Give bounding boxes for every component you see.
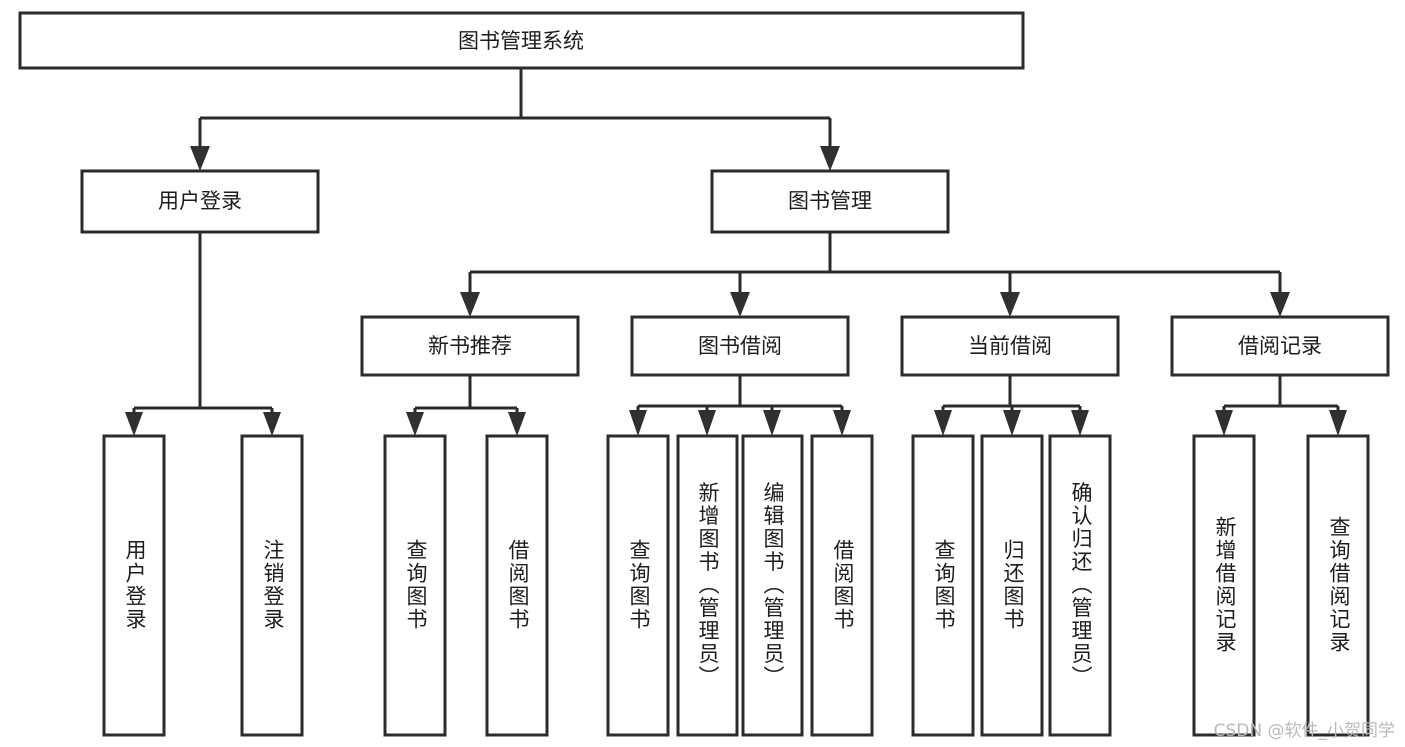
node-current-borrow-box[interactable] — [900, 315, 1120, 377]
arrow-head-leaf-query-book-rec — [406, 412, 424, 436]
node-leaf-query-book-current-box[interactable] — [911, 434, 975, 737]
arrow-head-leaf-borrow-book-borrow — [833, 410, 851, 436]
node-book-management[interactable]: 图书管理 — [710, 169, 950, 234]
node-leaf-logout-login[interactable]: 注销登录 — [240, 434, 304, 737]
node-book-management-label: 图书管理 — [788, 189, 872, 213]
node-leaf-return-book-label: 归还图书 — [1001, 539, 1025, 631]
node-leaf-query-book-current-label: 查询图书 — [932, 539, 956, 631]
arrow-head-borrow-record — [1270, 292, 1290, 317]
node-leaf-borrow-book-borrow[interactable]: 借阅图书 — [810, 434, 874, 737]
node-leaf-edit-book-admin-label: 编辑图书（管理员） — [761, 482, 785, 689]
node-leaf-query-book-current[interactable]: 查询图书 — [911, 434, 975, 737]
node-leaf-query-book-borrow-box[interactable] — [606, 434, 670, 737]
node-leaf-user-login[interactable]: 用户登录 — [102, 434, 166, 737]
node-book-management-box[interactable] — [710, 169, 950, 234]
node-leaf-query-book-rec[interactable]: 查询图书 — [383, 434, 447, 737]
node-leaf-add-borrow-record[interactable]: 新增借阅记录 — [1192, 434, 1256, 737]
node-leaf-borrow-book-borrow-box[interactable] — [810, 434, 874, 737]
arrow-head-book-management — [820, 146, 840, 171]
arrow-head-leaf-user-login — [125, 412, 143, 436]
node-current-borrow[interactable]: 当前借阅 — [900, 315, 1120, 377]
arrow-head-leaf-confirm-return-admin — [1071, 410, 1089, 436]
arrow-head-leaf-return-book — [1003, 410, 1021, 436]
node-leaf-add-book-admin-box[interactable] — [676, 434, 739, 737]
node-leaf-edit-book-admin-box[interactable] — [741, 434, 804, 737]
arrow-head-leaf-query-borrow-record — [1329, 410, 1347, 436]
connector-layer — [125, 68, 1347, 436]
node-book-borrow[interactable]: 图书借阅 — [630, 315, 850, 377]
node-leaf-borrow-book-borrow-label: 借阅图书 — [831, 539, 855, 631]
node-leaf-query-borrow-record-label: 查询借阅记录 — [1327, 516, 1351, 654]
node-leaf-user-login-box[interactable] — [102, 434, 166, 737]
arrow-head-current-borrow — [1000, 292, 1020, 317]
arrow-head-leaf-edit-book-admin — [763, 410, 781, 436]
node-new-book-recommend-label: 新书推荐 — [428, 334, 512, 358]
node-leaf-confirm-return-admin-label: 确认归还（管理员） — [1069, 482, 1093, 689]
arrow-head-book-borrow — [730, 292, 750, 317]
node-leaf-user-login-label: 用户登录 — [123, 539, 147, 631]
node-leaf-borrow-book-rec-label: 借阅图书 — [506, 539, 530, 631]
node-leaf-return-book-box[interactable] — [980, 434, 1044, 737]
arrow-head-leaf-add-book-admin — [698, 410, 716, 436]
arrow-head-user-login — [190, 146, 210, 171]
arrow-head-leaf-query-book-borrow — [629, 410, 647, 436]
node-book-borrow-label: 图书借阅 — [698, 334, 782, 358]
node-leaf-query-book-rec-box[interactable] — [383, 434, 447, 737]
node-borrow-record-box[interactable] — [1170, 315, 1390, 377]
node-book-borrow-box[interactable] — [630, 315, 850, 377]
arrow-head-new-book-recommend — [460, 292, 480, 317]
node-leaf-query-book-borrow[interactable]: 查询图书 — [606, 434, 670, 737]
node-leaf-add-book-admin-label: 新增图书（管理员） — [696, 482, 720, 689]
node-borrow-record-label: 借阅记录 — [1238, 334, 1322, 358]
node-leaf-confirm-return-admin-box[interactable] — [1048, 434, 1112, 737]
node-leaf-edit-book-admin[interactable]: 编辑图书（管理员） — [741, 434, 804, 737]
node-leaf-logout-login-box[interactable] — [240, 434, 304, 737]
arrow-head-leaf-query-book-current — [934, 410, 952, 436]
node-leaf-query-borrow-record[interactable]: 查询借阅记录 — [1306, 434, 1370, 737]
node-user-login-box[interactable] — [80, 169, 320, 234]
node-new-book-recommend-box[interactable] — [360, 315, 580, 377]
node-leaf-borrow-book-rec-box[interactable] — [485, 434, 549, 737]
node-leaf-add-borrow-record-label: 新增借阅记录 — [1213, 516, 1237, 654]
node-leaf-add-book-admin[interactable]: 新增图书（管理员） — [676, 434, 739, 737]
node-new-book-recommend[interactable]: 新书推荐 — [360, 315, 580, 377]
node-leaf-add-borrow-record-box[interactable] — [1192, 434, 1256, 737]
node-leaf-borrow-book-rec[interactable]: 借阅图书 — [485, 434, 549, 737]
node-user-login-label: 用户登录 — [158, 189, 242, 213]
node-borrow-record[interactable]: 借阅记录 — [1170, 315, 1390, 377]
node-user-login[interactable]: 用户登录 — [80, 169, 320, 234]
node-leaf-return-book[interactable]: 归还图书 — [980, 434, 1044, 737]
node-leaf-confirm-return-admin[interactable]: 确认归还（管理员） — [1048, 434, 1112, 737]
node-root[interactable]: 图书管理系统 — [18, 11, 1025, 70]
node-leaf-query-book-rec-label: 查询图书 — [404, 539, 428, 631]
node-root-box[interactable] — [18, 11, 1025, 70]
arrow-head-leaf-logout-login — [263, 412, 281, 436]
node-current-borrow-label: 当前借阅 — [968, 334, 1052, 358]
node-root-label: 图书管理系统 — [458, 29, 584, 53]
arrow-head-leaf-add-borrow-record — [1215, 410, 1233, 436]
node-leaf-logout-login-label: 注销登录 — [261, 539, 285, 631]
csdn-watermark: CSDN @软件_小贺同学 — [1213, 721, 1395, 741]
arrow-head-leaf-borrow-book-rec — [508, 412, 526, 436]
node-leaf-query-book-borrow-label: 查询图书 — [627, 539, 651, 631]
node-leaf-query-borrow-record-box[interactable] — [1306, 434, 1370, 737]
